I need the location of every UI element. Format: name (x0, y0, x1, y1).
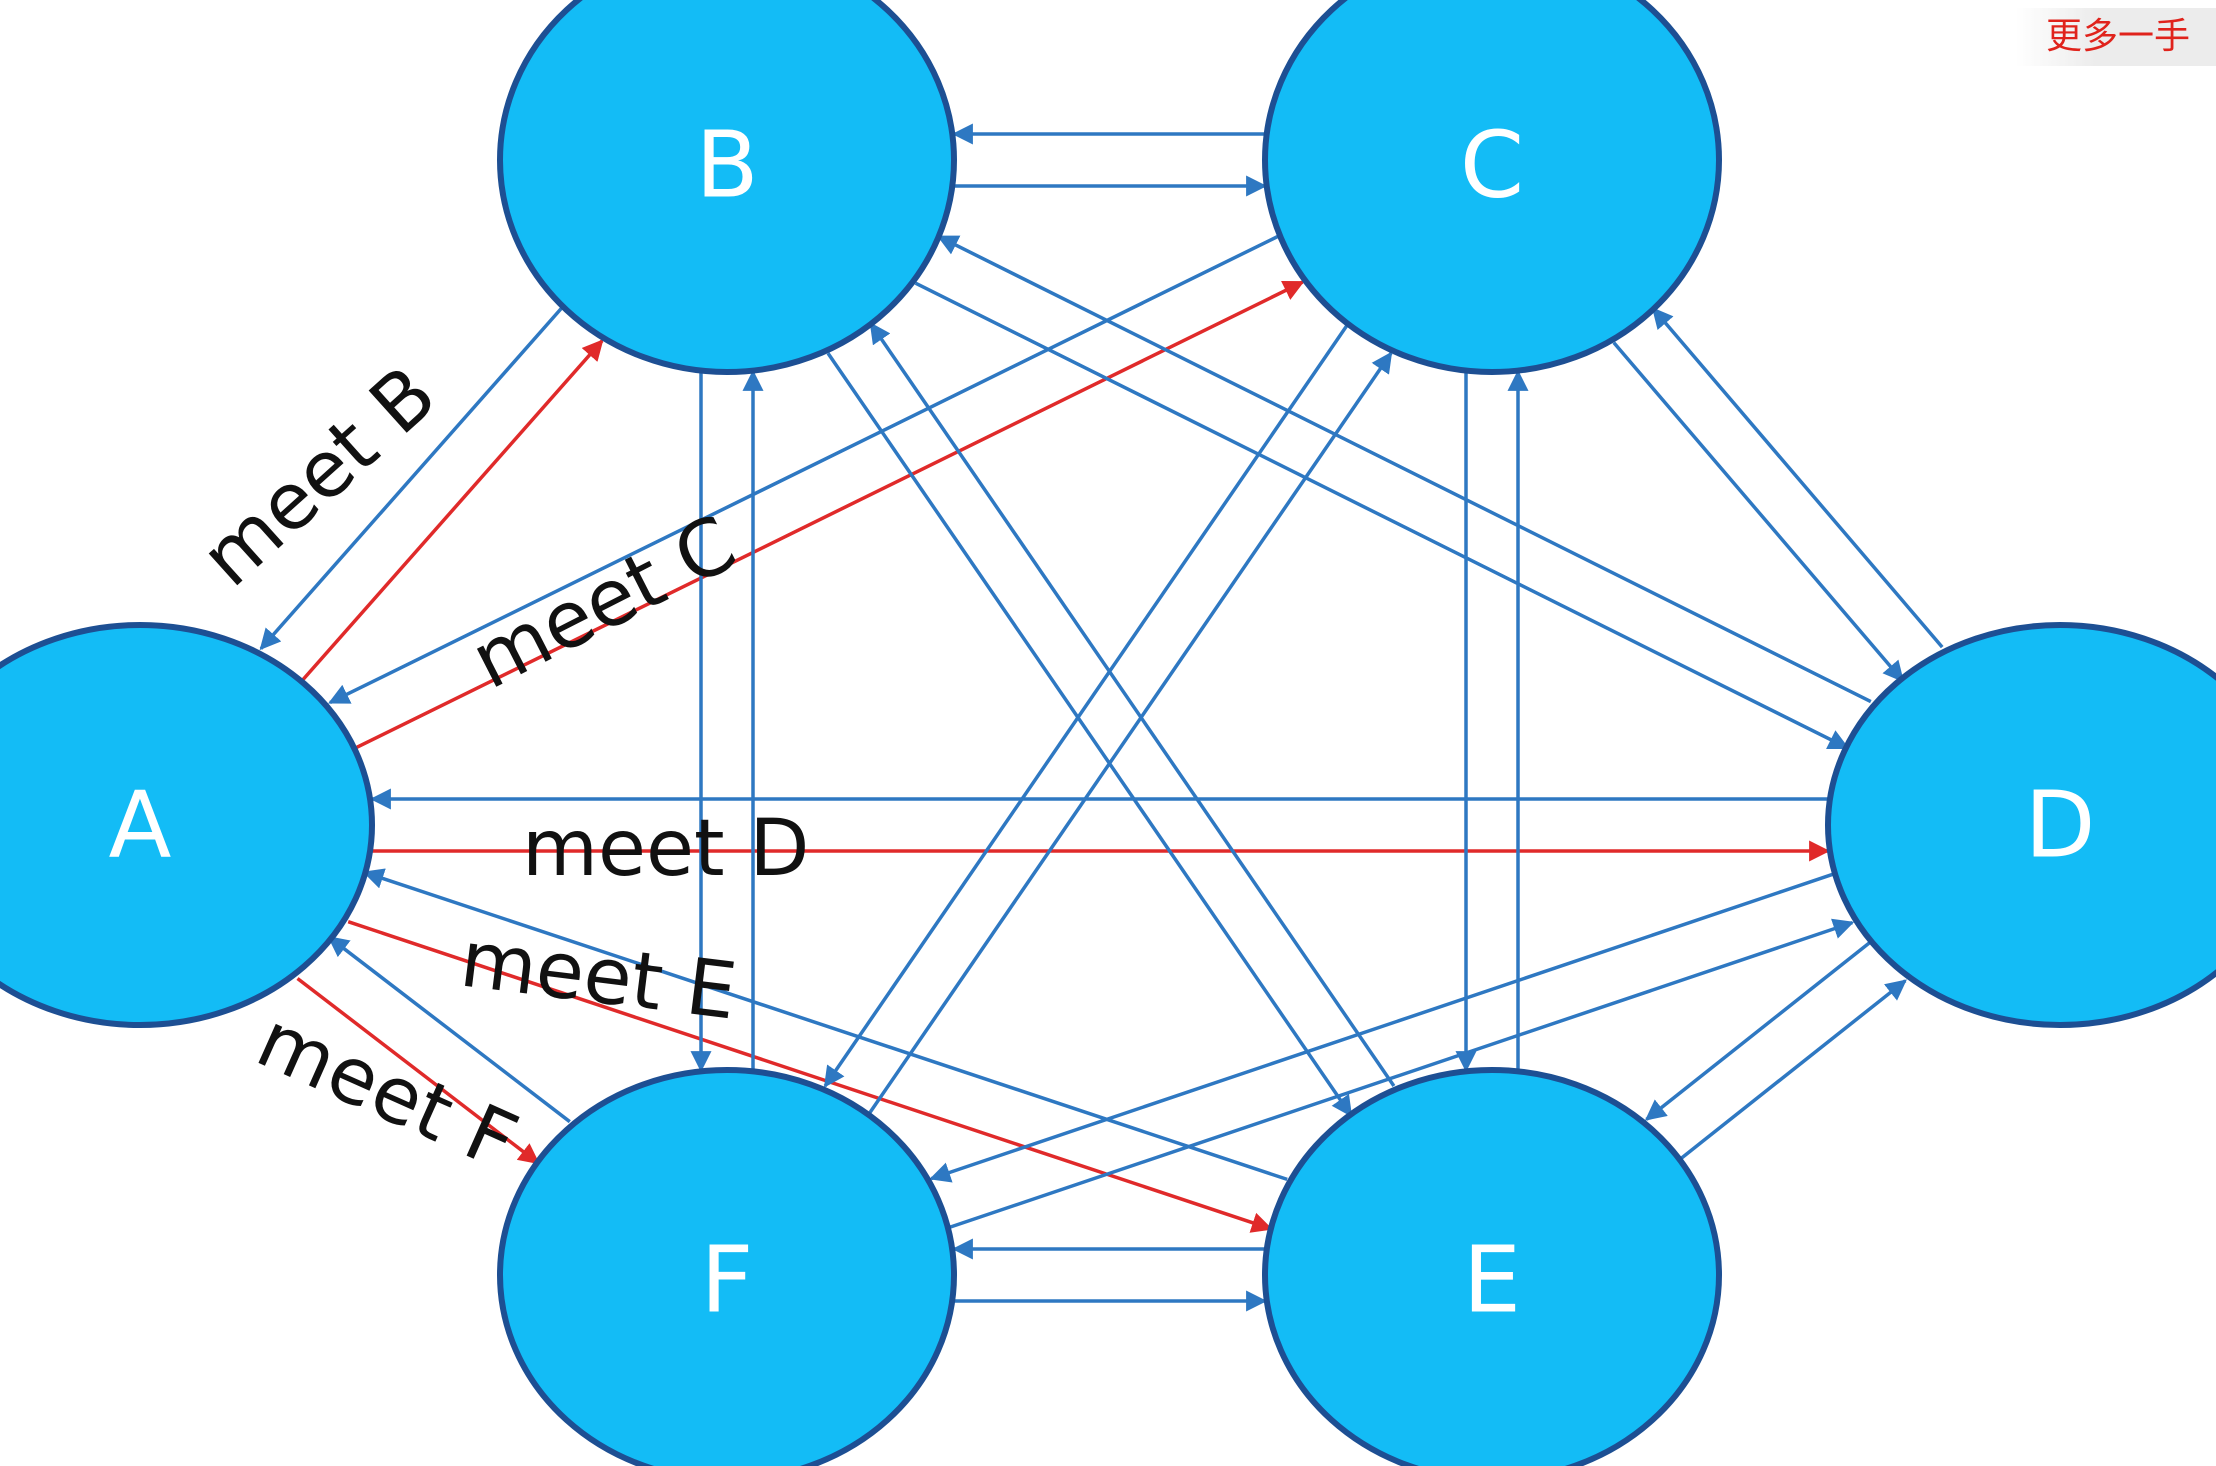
node-a-label: A (109, 772, 172, 879)
edge-b-to-a (259, 305, 565, 651)
node-f-label: F (701, 1227, 754, 1334)
edge-c-to-a (328, 233, 1281, 705)
edge-e-to-d (1677, 979, 1907, 1162)
node-b-label: B (695, 112, 758, 219)
node-e-label: E (1463, 1227, 1521, 1334)
edge-e-to-b (869, 322, 1396, 1087)
meet-e-label: meet E (456, 915, 742, 1038)
edge-c-to-d (1612, 341, 1905, 683)
node-d[interactable]: D (1825, 622, 2216, 1028)
edge-f-to-d (947, 918, 1855, 1230)
node-c[interactable]: C (1262, 0, 1722, 375)
edges-layer (259, 123, 1944, 1312)
edge-b-to-e (826, 352, 1353, 1118)
meet-d-label: meet D (522, 804, 809, 894)
node-c-label: C (1460, 112, 1524, 219)
node-e[interactable]: E (1262, 1067, 1722, 1466)
edge-d-to-c (1651, 307, 1944, 649)
edge-e-to-a (362, 868, 1288, 1182)
edge-d-to-b (936, 235, 1872, 704)
edge-d-to-f (929, 871, 1837, 1183)
edge-a-to-c (352, 280, 1305, 751)
node-d-label: D (2025, 772, 2096, 879)
edge-f-to-a (327, 935, 571, 1124)
edge-a-to-b (298, 339, 604, 685)
node-f[interactable]: F (497, 1067, 957, 1466)
node-b[interactable]: B (497, 0, 957, 375)
edge-c-to-f (823, 322, 1350, 1088)
edge-f-to-c (866, 351, 1393, 1117)
edge-b-to-d (914, 281, 1850, 750)
node-a[interactable]: A (0, 622, 375, 1028)
edge-d-to-e (1644, 938, 1875, 1121)
meet-f-label: meet F (244, 995, 529, 1188)
watermark: 更多一手 (2016, 8, 2216, 66)
edge-a-to-e (347, 920, 1273, 1233)
edge-a-to-f (296, 977, 540, 1165)
meet-c-label: meet C (458, 499, 750, 707)
